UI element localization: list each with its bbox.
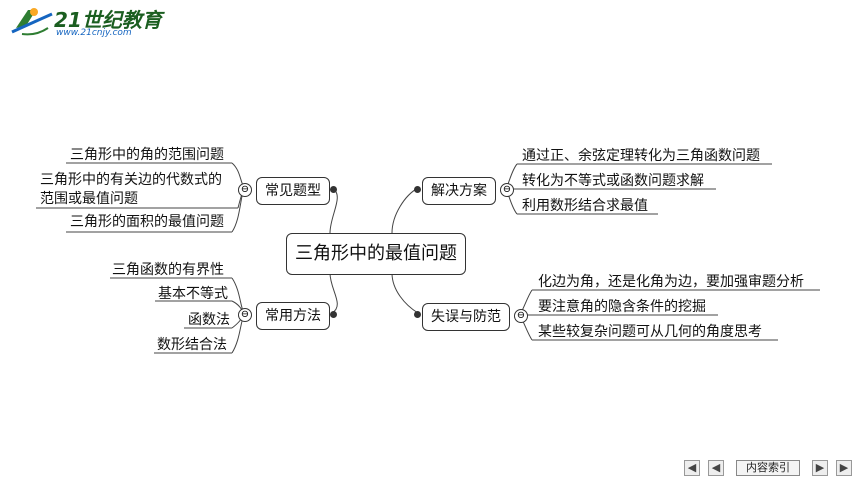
branch-dot: [330, 186, 337, 193]
prev-page-button[interactable]: ◀: [708, 460, 724, 476]
leaf-function-method: 函数法: [188, 312, 230, 328]
branch-dot: [414, 311, 421, 318]
leaf-trig-bounded: 三角函数的有界性: [112, 262, 224, 278]
last-page-button[interactable]: ▶: [836, 460, 852, 476]
first-page-button[interactable]: ◀: [684, 460, 700, 476]
leaf-sine-cosine-convert: 通过正、余弦定理转化为三角函数问题: [522, 148, 760, 164]
branch-pitfalls[interactable]: 失误与防范: [422, 303, 510, 331]
leaf-hidden-angle-condition: 要注意角的隐含条件的挖掘: [538, 299, 706, 315]
logo-icon: [11, 8, 53, 36]
branch-dot: [414, 186, 421, 193]
leaf-number-shape-max: 利用数形结合求最值: [522, 198, 648, 214]
leaf-side-expression-line2: 范围或最值问题: [40, 191, 138, 207]
logo-text: 21世纪教育: [54, 8, 162, 32]
leaf-angle-range: 三角形中的角的范围问题: [70, 147, 224, 163]
logo-url: www.21cnjy.com: [56, 28, 132, 38]
leaf-side-expression-line1: 三角形中的有关边的代数式的: [40, 172, 222, 188]
branch-common-types[interactable]: 常见题型: [256, 177, 330, 205]
collapse-toggle-common-types[interactable]: ⊖: [238, 183, 252, 197]
branch-dot: [330, 311, 337, 318]
branch-common-methods[interactable]: 常用方法: [256, 302, 330, 330]
center-topic[interactable]: 三角形中的最值问题: [286, 233, 466, 275]
next-page-button[interactable]: ▶: [812, 460, 828, 476]
content-index-button[interactable]: 内容索引: [736, 460, 800, 476]
collapse-toggle-solutions[interactable]: ⊖: [500, 183, 514, 197]
leaf-inequality-function: 转化为不等式或函数问题求解: [522, 173, 704, 189]
leaf-number-shape: 数形结合法: [157, 337, 227, 353]
collapse-toggle-pitfalls[interactable]: ⊖: [514, 309, 528, 323]
site-logo: 21世纪教育 www.21cnjy.com: [8, 2, 168, 42]
leaf-area-max: 三角形的面积的最值问题: [70, 214, 224, 230]
branch-solutions[interactable]: 解决方案: [422, 177, 496, 205]
leaf-geometry-view: 某些较复杂问题可从几何的角度思考: [538, 324, 762, 340]
collapse-toggle-common-methods[interactable]: ⊖: [238, 308, 252, 322]
leaf-side-angle-convert: 化边为角，还是化角为边，要加强审题分析: [538, 274, 804, 290]
leaf-basic-inequality: 基本不等式: [158, 286, 228, 302]
